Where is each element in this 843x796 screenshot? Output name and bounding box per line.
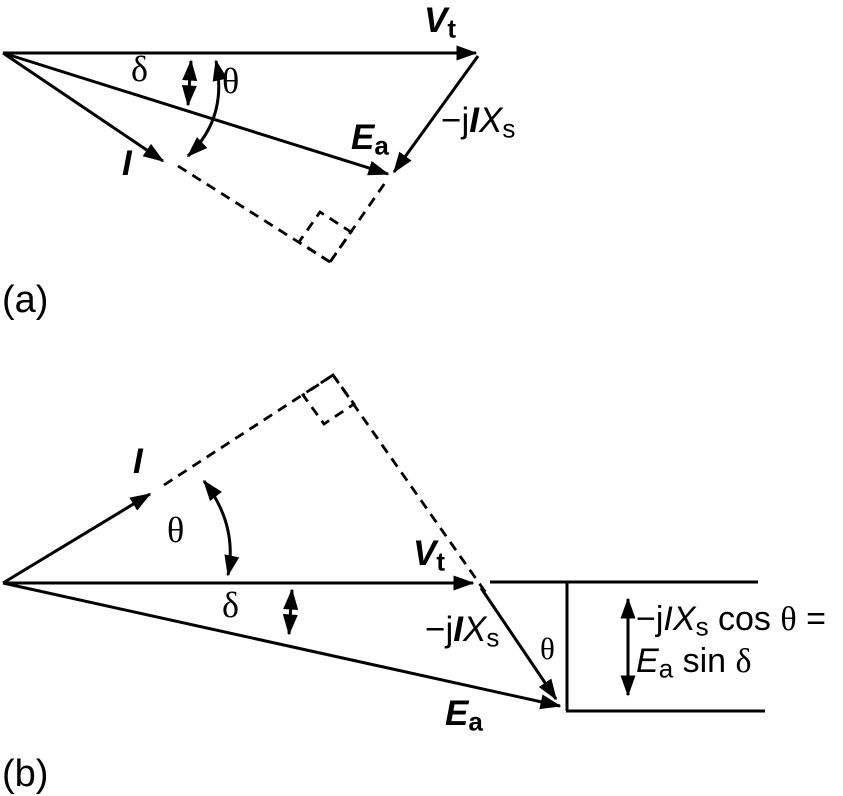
i-label-b: I	[133, 442, 143, 481]
equation-reactance: X	[672, 600, 696, 638]
theta-angle-arc-b	[202, 479, 240, 577]
panel-b-projection	[490, 580, 765, 713]
i-extension-dashed-a	[177, 164, 331, 264]
equation-theta: θ	[780, 601, 797, 638]
equation-line1: −jIXs cos θ =	[636, 602, 826, 640]
theta-label-a: θ	[222, 61, 240, 101]
jixs-label-a: −jIXs	[441, 103, 515, 142]
vt-symbol-a: V	[424, 1, 448, 40]
equation-line2: Ea sin δ	[636, 644, 752, 682]
delta-angle-arrow-a	[181, 59, 198, 107]
equation-reactance-subscript: s	[695, 611, 709, 642]
vt-symbol-b: V	[413, 534, 437, 573]
vt-subscript-a: t	[447, 13, 457, 44]
ea-symbol-b: E	[445, 694, 469, 733]
caption-a: (a)	[2, 279, 49, 321]
panel-a-angle-arrows	[181, 59, 228, 158]
jixs-prefix-b: −j	[425, 610, 454, 649]
ea-label-a: Ea	[351, 120, 389, 159]
vt-label-a: Vt	[424, 3, 456, 42]
equation-emf: E	[636, 642, 659, 680]
ea-perpendicular-dashed-a	[328, 179, 389, 263]
delta-label-b: δ	[222, 585, 239, 625]
jixs-reactance-b: X	[462, 610, 487, 649]
right-angle-marker-a	[297, 210, 353, 264]
delta-angle-arrow-b	[282, 588, 299, 636]
panel-b-construction	[163, 373, 488, 594]
i-vector-b	[2, 492, 152, 585]
ea-vector-b	[2, 581, 562, 710]
equation-delta: δ	[735, 643, 752, 680]
ea-symbol-a: E	[351, 118, 375, 157]
ea-label-b: Ea	[445, 696, 483, 735]
vt-subscript-b: t	[436, 546, 446, 577]
jixs-current-a: I	[469, 101, 479, 140]
equation-equals: =	[796, 600, 826, 638]
equation-prefix: −j	[636, 600, 664, 638]
i-extension-dashed-b	[163, 373, 334, 487]
equation-sin: sin	[673, 642, 736, 680]
theta-label-b: θ	[167, 510, 185, 550]
equation-emf-subscript: a	[658, 653, 674, 684]
theta-small-label-b: θ	[540, 631, 555, 666]
i-label-a: I	[122, 144, 132, 183]
jixs-vector-a	[392, 55, 480, 174]
vt-label-b: Vt	[413, 536, 445, 575]
jixs-label-b: −jIXs	[425, 612, 499, 651]
jixs-prefix-a: −j	[441, 101, 470, 140]
jixs-subscript-a: s	[502, 113, 516, 144]
right-angle-marker-b	[301, 373, 356, 426]
panel-a-construction	[177, 164, 389, 264]
ea-subscript-b: a	[468, 706, 483, 737]
equation-current: I	[663, 600, 673, 638]
jixs-vector-b	[479, 587, 558, 701]
i-vector-a	[2, 51, 165, 163]
jixs-reactance-a: X	[478, 101, 503, 140]
equation-cos: cos	[708, 600, 781, 638]
jixs-current-b: I	[453, 610, 463, 649]
delta-label-a: δ	[131, 49, 148, 89]
ea-vector-a	[2, 51, 390, 176]
ea-subscript-a: a	[374, 130, 389, 161]
jixs-subscript-b: s	[486, 622, 500, 653]
jixs-perpendicular-dashed-b	[331, 374, 488, 594]
theta-angle-arc-a	[186, 59, 228, 158]
panel-b-angle-arrows	[202, 479, 299, 636]
panel-b-vectors	[2, 492, 562, 710]
panel-a-vectors	[2, 45, 480, 176]
caption-b: (b)	[2, 753, 49, 795]
